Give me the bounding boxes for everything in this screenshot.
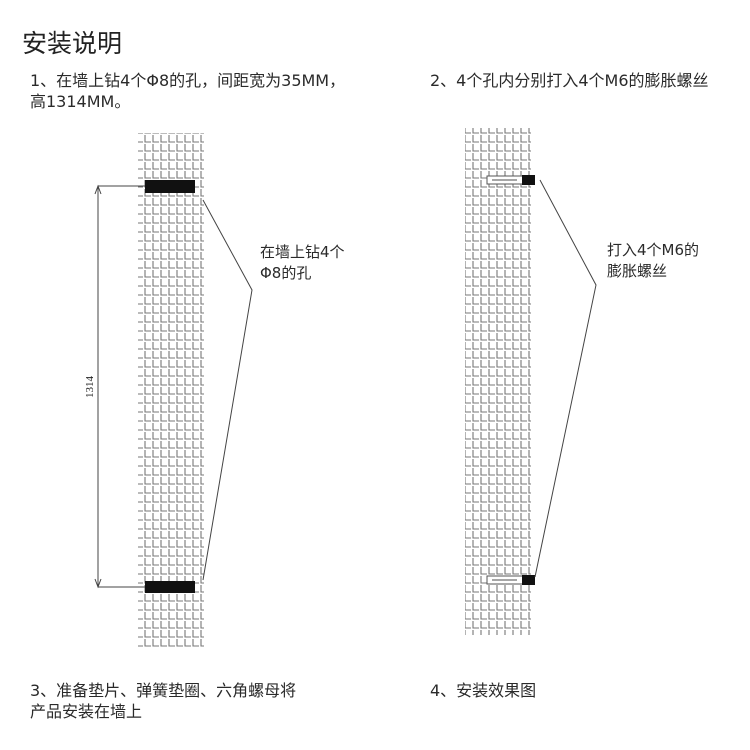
leader-line-holes <box>202 199 253 581</box>
step-1-line2: 高1314MM。 <box>30 92 131 111</box>
callout-bolts-line1: 打入4个M6的 <box>607 241 700 259</box>
step-4: 4、安装效果图 <box>430 680 536 701</box>
hole-top <box>145 180 195 193</box>
hole-bottom <box>145 581 195 593</box>
step-2: 2、4个孔内分别打入4个M6的膨胀螺丝 <box>430 70 709 91</box>
wall-right <box>465 128 531 635</box>
bolt-top <box>486 175 535 185</box>
step-1-line1: 1、在墙上钻4个Φ8的孔，间距宽为35MM， <box>30 71 346 90</box>
page-title: 安装说明 <box>22 29 123 58</box>
callout-bolts: 打入4个M6的 膨胀螺丝 <box>607 240 699 282</box>
dimension-label: 1314 <box>84 376 96 399</box>
wall-left <box>138 133 204 648</box>
step-3-line1: 3、准备垫片、弹簧垫圈、六角螺母将 <box>30 681 297 700</box>
step-3: 3、准备垫片、弹簧垫圈、六角螺母将 产品安装在墙上 <box>30 680 296 722</box>
leader-line-bolts <box>534 179 597 578</box>
callout-holes-line1: 在墙上钻4个 <box>260 243 345 261</box>
step-2-line1: 2、4个孔内分别打入4个M6的膨胀螺丝 <box>430 71 709 90</box>
bolt-bottom <box>486 575 535 585</box>
step-3-line2: 产品安装在墙上 <box>30 702 143 721</box>
step-1: 1、在墙上钻4个Φ8的孔，间距宽为35MM， 高1314MM。 <box>30 70 345 112</box>
callout-bolts-line2: 膨胀螺丝 <box>607 262 668 280</box>
callout-holes: 在墙上钻4个 Φ8的孔 <box>260 242 345 284</box>
step-4-line1: 4、安装效果图 <box>430 681 537 700</box>
dimension-line <box>94 184 145 589</box>
callout-holes-line2: Φ8的孔 <box>260 264 312 282</box>
